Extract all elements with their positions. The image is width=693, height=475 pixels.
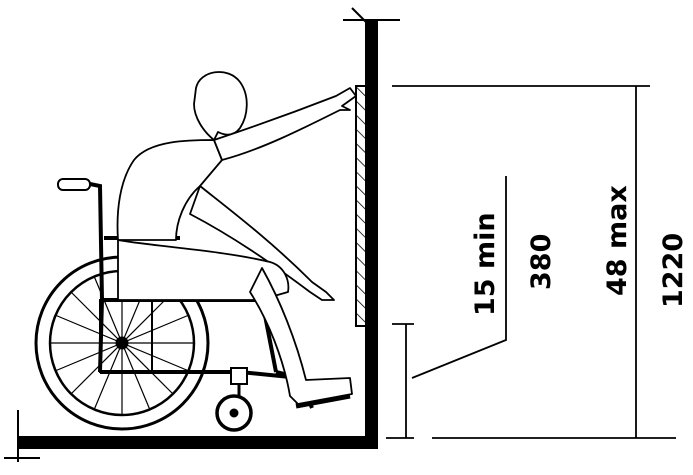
wall-control-hatched-icon: [355, 85, 373, 327]
floor: [18, 436, 378, 449]
high-reach-mm: 1220: [658, 233, 689, 308]
low-reach-label: 15 min: [470, 212, 501, 316]
high-reach-label: 48 max: [602, 185, 633, 296]
high-reach-mm-label: 1220: [658, 233, 689, 308]
low-reach-mm: 380: [526, 234, 557, 290]
dimension-lines: [386, 85, 676, 439]
wheelchair-user-icon: [116, 71, 357, 405]
high-reach-inches: 48 max: [602, 185, 633, 296]
low-reach-inches: 15 min: [470, 212, 501, 316]
low-reach-mm-label: 380: [526, 234, 557, 290]
